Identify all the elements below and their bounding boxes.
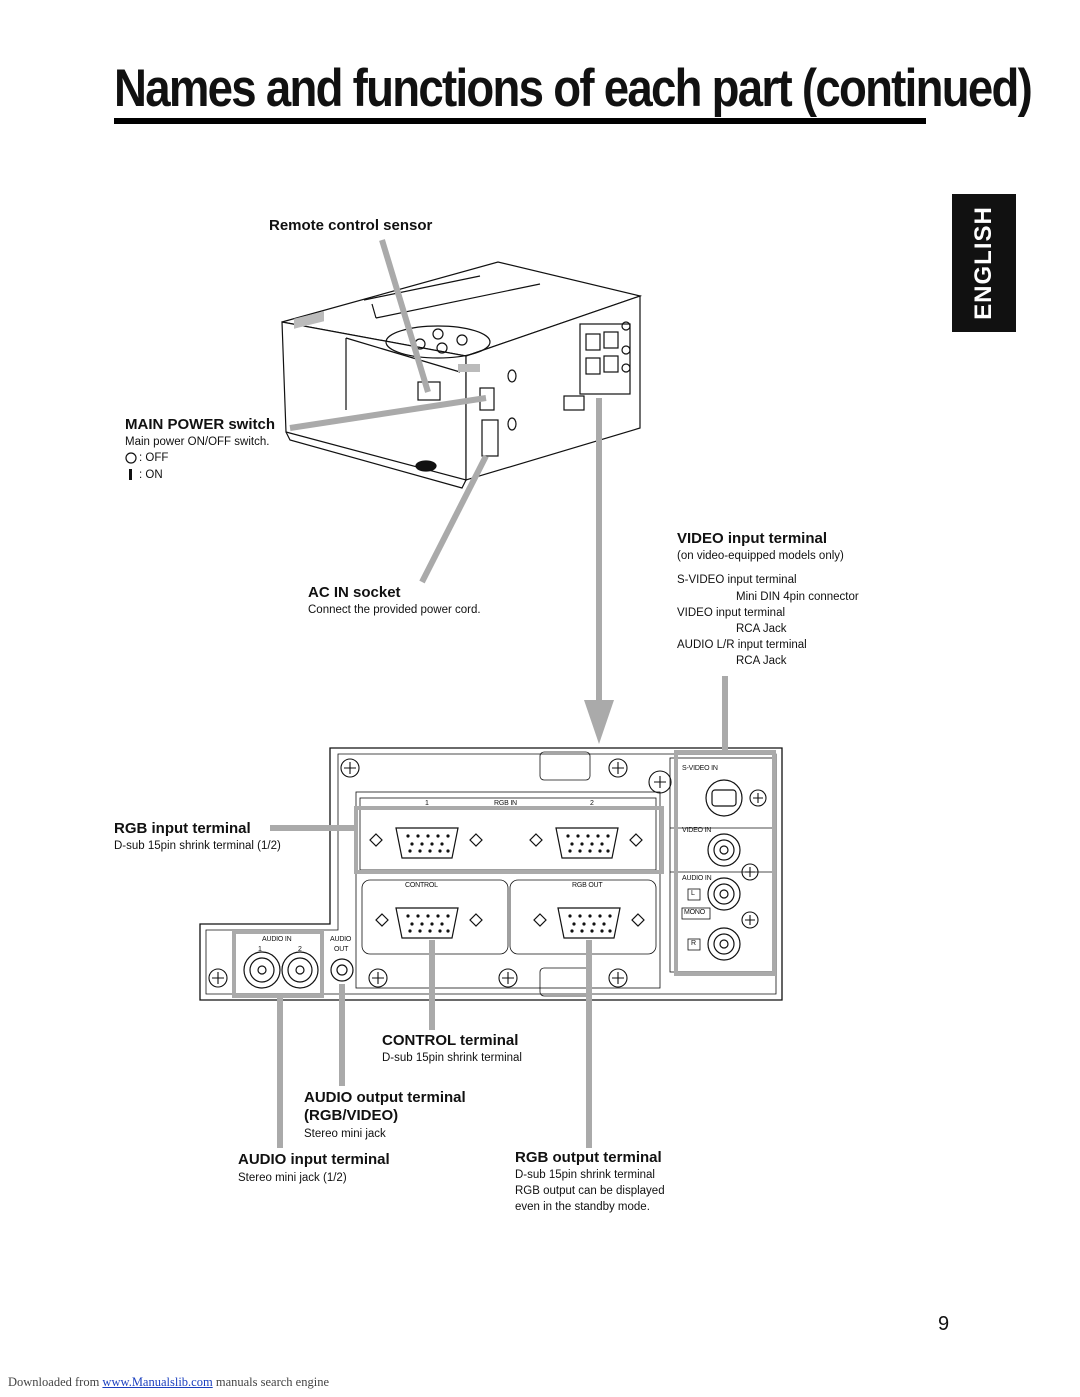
main-power-leader bbox=[289, 395, 487, 431]
out-panel-label: OUT bbox=[334, 946, 349, 953]
off-symbol bbox=[125, 452, 137, 464]
video-input-line: RCA Jack bbox=[736, 623, 787, 635]
ac-in-title: AC IN socket bbox=[308, 584, 401, 601]
footer-prefix: Downloaded from bbox=[8, 1375, 100, 1389]
rgb-input-title: RGB input terminal bbox=[114, 820, 251, 837]
projector-front bbox=[281, 321, 467, 481]
remote-sensor-leader bbox=[379, 239, 431, 393]
control-title: CONTROL terminal bbox=[382, 1032, 519, 1049]
rgb-in-1-label: 1 bbox=[425, 800, 429, 807]
video-input-line: S-VIDEO input terminal bbox=[677, 574, 797, 586]
audio-in-side-label: AUDIO IN bbox=[682, 875, 712, 882]
manualslib-link[interactable]: www.Manualslib.com bbox=[102, 1375, 213, 1389]
ac-in-desc: Connect the provided power cord. bbox=[308, 604, 481, 616]
rgb-in-2-label: 2 bbox=[590, 800, 594, 807]
ac-socket-shape bbox=[481, 419, 499, 457]
language-tab: ENGLISH bbox=[952, 194, 1016, 332]
rgb-input-desc: D-sub 15pin shrink terminal (1/2) bbox=[114, 840, 281, 852]
rgb-in-2-connector bbox=[555, 827, 619, 859]
audio-panel-label: AUDIO bbox=[330, 936, 352, 943]
audio-in-1-label: 1 bbox=[258, 946, 262, 953]
video-input-note: (on video-equipped models only) bbox=[677, 550, 844, 562]
rgb-out-panel-label: RGB OUT bbox=[572, 882, 603, 889]
s-video-in-label: S-VIDEO IN bbox=[682, 765, 718, 772]
video-input-line: Mini DIN 4pin connector bbox=[736, 591, 859, 603]
audio-output-title2: (RGB/VIDEO) bbox=[304, 1107, 399, 1124]
video-input-arrow-head bbox=[584, 700, 614, 744]
remote-sensor-title: Remote control sensor bbox=[269, 217, 433, 234]
audio-in-2-label: 2 bbox=[298, 946, 302, 953]
audio-input-desc: Stereo mini jack (1/2) bbox=[238, 1172, 347, 1184]
audio-output-title: AUDIO output terminal bbox=[304, 1089, 466, 1106]
l-label: L bbox=[691, 890, 695, 897]
page-number: 9 bbox=[938, 1313, 950, 1335]
title-rule bbox=[114, 118, 926, 124]
video-input-line: RCA Jack bbox=[736, 655, 787, 667]
r-label: R bbox=[691, 940, 696, 947]
mono-label: MONO bbox=[684, 909, 705, 916]
rgb-output-line: even in the standby mode. bbox=[515, 1201, 650, 1213]
video-input-line: VIDEO input terminal bbox=[677, 607, 786, 619]
control-panel-label: CONTROL bbox=[405, 882, 438, 889]
lens-dial bbox=[385, 325, 491, 359]
control-desc: D-sub 15pin shrink terminal bbox=[382, 1052, 522, 1064]
ac-in-leader bbox=[419, 454, 489, 584]
rgb-in-1-connector bbox=[395, 827, 459, 859]
rgb-out-connector bbox=[557, 907, 621, 939]
main-power-desc: Main power ON/OFF switch. bbox=[125, 436, 270, 448]
footer-suffix: manuals search engine bbox=[215, 1375, 329, 1389]
rgb-output-line: RGB output can be displayed bbox=[515, 1185, 665, 1197]
remote-sensor-window bbox=[417, 381, 441, 401]
video-in-label: VIDEO IN bbox=[682, 827, 712, 834]
audio-in-panel-label: AUDIO IN bbox=[262, 936, 292, 943]
audio-output-desc: Stereo mini jack bbox=[304, 1128, 386, 1140]
rgb-output-title: RGB output terminal bbox=[515, 1149, 662, 1166]
audio-input-title: AUDIO input terminal bbox=[238, 1151, 390, 1168]
download-footer: Downloaded from www.Manualslib.com manua… bbox=[8, 1375, 329, 1390]
main-power-off: : OFF bbox=[139, 452, 169, 464]
main-power-on: : ON bbox=[139, 469, 163, 481]
video-input-line: AUDIO L/R input terminal bbox=[677, 639, 807, 651]
rgb-output-line: D-sub 15pin shrink terminal bbox=[515, 1169, 655, 1181]
main-power-title: MAIN POWER switch bbox=[125, 416, 276, 433]
control-connector bbox=[395, 907, 459, 939]
rgb-in-label: RGB IN bbox=[494, 800, 517, 807]
video-input-title: VIDEO input terminal bbox=[677, 530, 828, 547]
on-symbol bbox=[129, 469, 132, 480]
